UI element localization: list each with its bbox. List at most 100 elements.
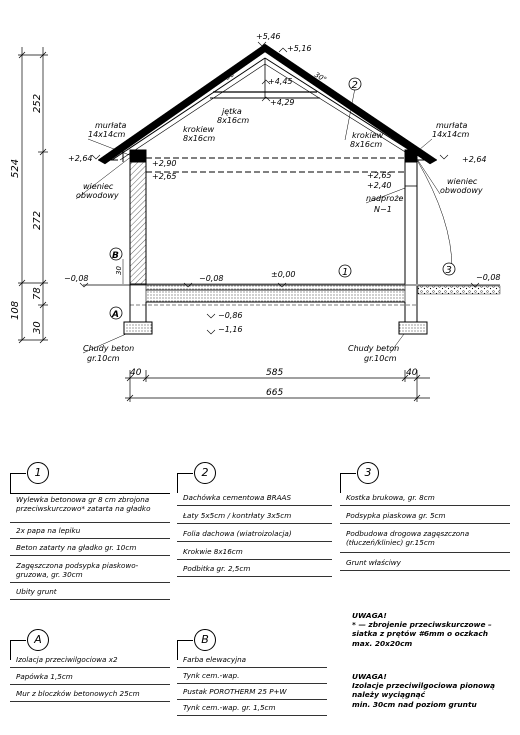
dim-middle-h: 585	[266, 368, 283, 378]
legend-1-item: 2x papa na lepiku	[10, 526, 170, 539]
jetka-2: 8x16cm	[217, 116, 249, 125]
legend-a-number: A	[27, 629, 49, 651]
dim-base: 108	[10, 301, 21, 320]
legend-3-item: Podbudowa drogowa zagęszczona (tłuczeń/k…	[340, 529, 510, 553]
level-ceiling-left: +2,65	[152, 172, 177, 181]
level-found-bottom: −1,16	[218, 325, 243, 334]
level-floor-left: −0,08	[199, 274, 224, 283]
level-ridge-mid: +5,16	[287, 44, 312, 53]
krokiew-left-1: krokiew	[183, 125, 215, 134]
murlata-right-1: murłata	[436, 121, 467, 130]
dim-total: 524	[10, 159, 21, 178]
dim-middle: 272	[32, 211, 43, 230]
legend-a-item: Mur z bloczków betonowych 25cm	[10, 689, 170, 702]
svg-text:2: 2	[352, 80, 358, 91]
floor-slab	[83, 283, 501, 335]
level-ceiling-right: +2,65	[367, 171, 392, 180]
note-1-title: UWAGA!	[352, 611, 387, 620]
chudy-right-1: Chudy beton	[348, 344, 399, 353]
dim-right: 40	[406, 368, 418, 378]
note-1-line: * — zbrojenie przeciwskurczowe –	[352, 620, 492, 630]
legend-b-number: B	[194, 629, 216, 651]
legend-3-number: 3	[357, 462, 379, 484]
ridge-level-marks	[257, 41, 288, 102]
legend-b-item: Farba elewacyjna	[177, 655, 327, 668]
note-1-line: siatka z prętów #6mm o oczkach	[352, 629, 488, 639]
level-ground-right: −0,08	[476, 273, 501, 282]
krokiew-right-2: 8x16cm	[350, 140, 382, 149]
murlata-left-1: murłata	[95, 121, 126, 130]
cross-section-drawing: 524 252 272 108 78 30 +5,46 +5,16 +4,45 …	[10, 32, 501, 402]
legend-b: B Farba elewacyjna Tynk cem.-wap. Pustak…	[177, 629, 327, 720]
legend-1: 1 Wylewka betonowa gr 8 cm zbrojona prze…	[10, 462, 170, 613]
svg-text:1: 1	[342, 267, 348, 278]
floor-level-marks	[79, 282, 480, 335]
chudy-right-2: gr.10cm	[364, 354, 397, 363]
eave-marks	[91, 154, 449, 160]
legend-3-item: Grunt właściwy	[340, 558, 510, 571]
dim-30: 30	[32, 321, 43, 334]
level-floor-zero: ±0,00	[271, 270, 296, 279]
level-collar-top: +4,45	[268, 77, 293, 86]
leader-lines	[75, 87, 453, 269]
nadproze-2: N−1	[374, 205, 392, 214]
legend-2-item: Krokwie 8x16cm	[177, 547, 332, 560]
marker-3: 3	[442, 262, 456, 276]
legend-1-item: Zagęszczona podsypka piaskowo-gruzowa, g…	[10, 561, 170, 583]
legend-b-item: Tynk cem.-wap.	[177, 671, 327, 684]
svg-text:B: B	[112, 251, 119, 261]
level-lintel-right: +2,40	[367, 181, 392, 190]
marker-b: B	[109, 247, 123, 261]
marker-a: A	[109, 306, 123, 320]
legend-b-item: Tynk cem.-wap. gr. 1,5cm	[177, 703, 327, 716]
wieniec-left-2: obwodowy	[76, 191, 119, 200]
dim-upper: 252	[32, 94, 43, 113]
legend-2: 2 Dachówka cementowa BRAAS Łaty 5x5cm / …	[177, 462, 332, 577]
krokiew-right-1: krokiew	[352, 131, 384, 140]
note-2: UWAGA! Izolacje przeciwilgociowa pionową…	[352, 672, 514, 709]
jetka-1: jętka	[221, 107, 242, 116]
marker-1: 1	[338, 264, 352, 278]
level-eave-left: +2,64	[68, 154, 93, 163]
krokiew-left-2: 8x16cm	[183, 134, 215, 143]
legend-3: 3 Kostka brukowa, gr. 8cm Podsypka piask…	[340, 462, 510, 578]
legend-1-number: 1	[27, 462, 49, 484]
legend-1-item: Beton zatarty na gładko gr. 10cm	[10, 543, 170, 556]
roof	[97, 43, 438, 165]
level-ridge-outer: +5,46	[256, 32, 281, 41]
level-found-top: −0,86	[218, 311, 243, 320]
svg-text:A: A	[111, 310, 119, 320]
chudy-left-2: gr.10cm	[87, 354, 120, 363]
murlata-right-2: 14x14cm	[432, 130, 469, 139]
level-wall-top-left: +2,90	[152, 159, 177, 168]
legend-2-number: 2	[194, 462, 216, 484]
legend-a-item: Izolacja przeciwilgociowa x2	[10, 655, 170, 668]
level-collar-bottom: +4,29	[270, 98, 295, 107]
bottom-dimension-chain	[125, 370, 430, 402]
note-2-title: UWAGA!	[352, 672, 387, 681]
legend-2-item: Łaty 5x5cm / kontrłaty 3x5cm	[177, 511, 332, 524]
level-eave-right: +2,64	[462, 155, 487, 164]
left-dimension-chain	[18, 47, 48, 344]
walls	[129, 149, 418, 285]
legend-a: A Izolacja przeciwilgociowa x2 Papówka 1…	[10, 629, 170, 702]
legend-3-item: Kostka brukowa, gr. 8cm	[340, 493, 510, 506]
note-2-line: należy wyciągnąć	[352, 690, 425, 700]
legend-2-item: Podbitka gr. 2,5cm	[177, 564, 332, 577]
svg-text:3: 3	[446, 265, 452, 276]
dim-left: 40	[130, 368, 142, 378]
legend-b-item: Pustak POROTHERM 25 P+W	[177, 687, 327, 700]
legend-1-item: Ubity grunt	[10, 587, 170, 600]
murlata-left-2: 14x14cm	[88, 130, 125, 139]
legend-a-item: Papówka 1,5cm	[10, 672, 170, 685]
chudy-left-1: Chudy beton	[83, 344, 134, 353]
note-1-line: max. 20x20cm	[352, 638, 413, 648]
note-2-line: min. 30cm nad poziom gruntu	[352, 699, 477, 709]
legend-2-item: Folia dachowa (wiatroizolacja)	[177, 529, 332, 542]
dim-total-h: 665	[266, 388, 283, 398]
mark-30: 30	[115, 266, 123, 275]
nadproze-1: nadproże	[366, 194, 404, 203]
level-ground-left: −0,08	[64, 274, 89, 283]
wieniec-left-1: wieniec	[83, 182, 114, 191]
note-2-line: Izolacje przeciwilgociowa pionową	[352, 681, 496, 691]
